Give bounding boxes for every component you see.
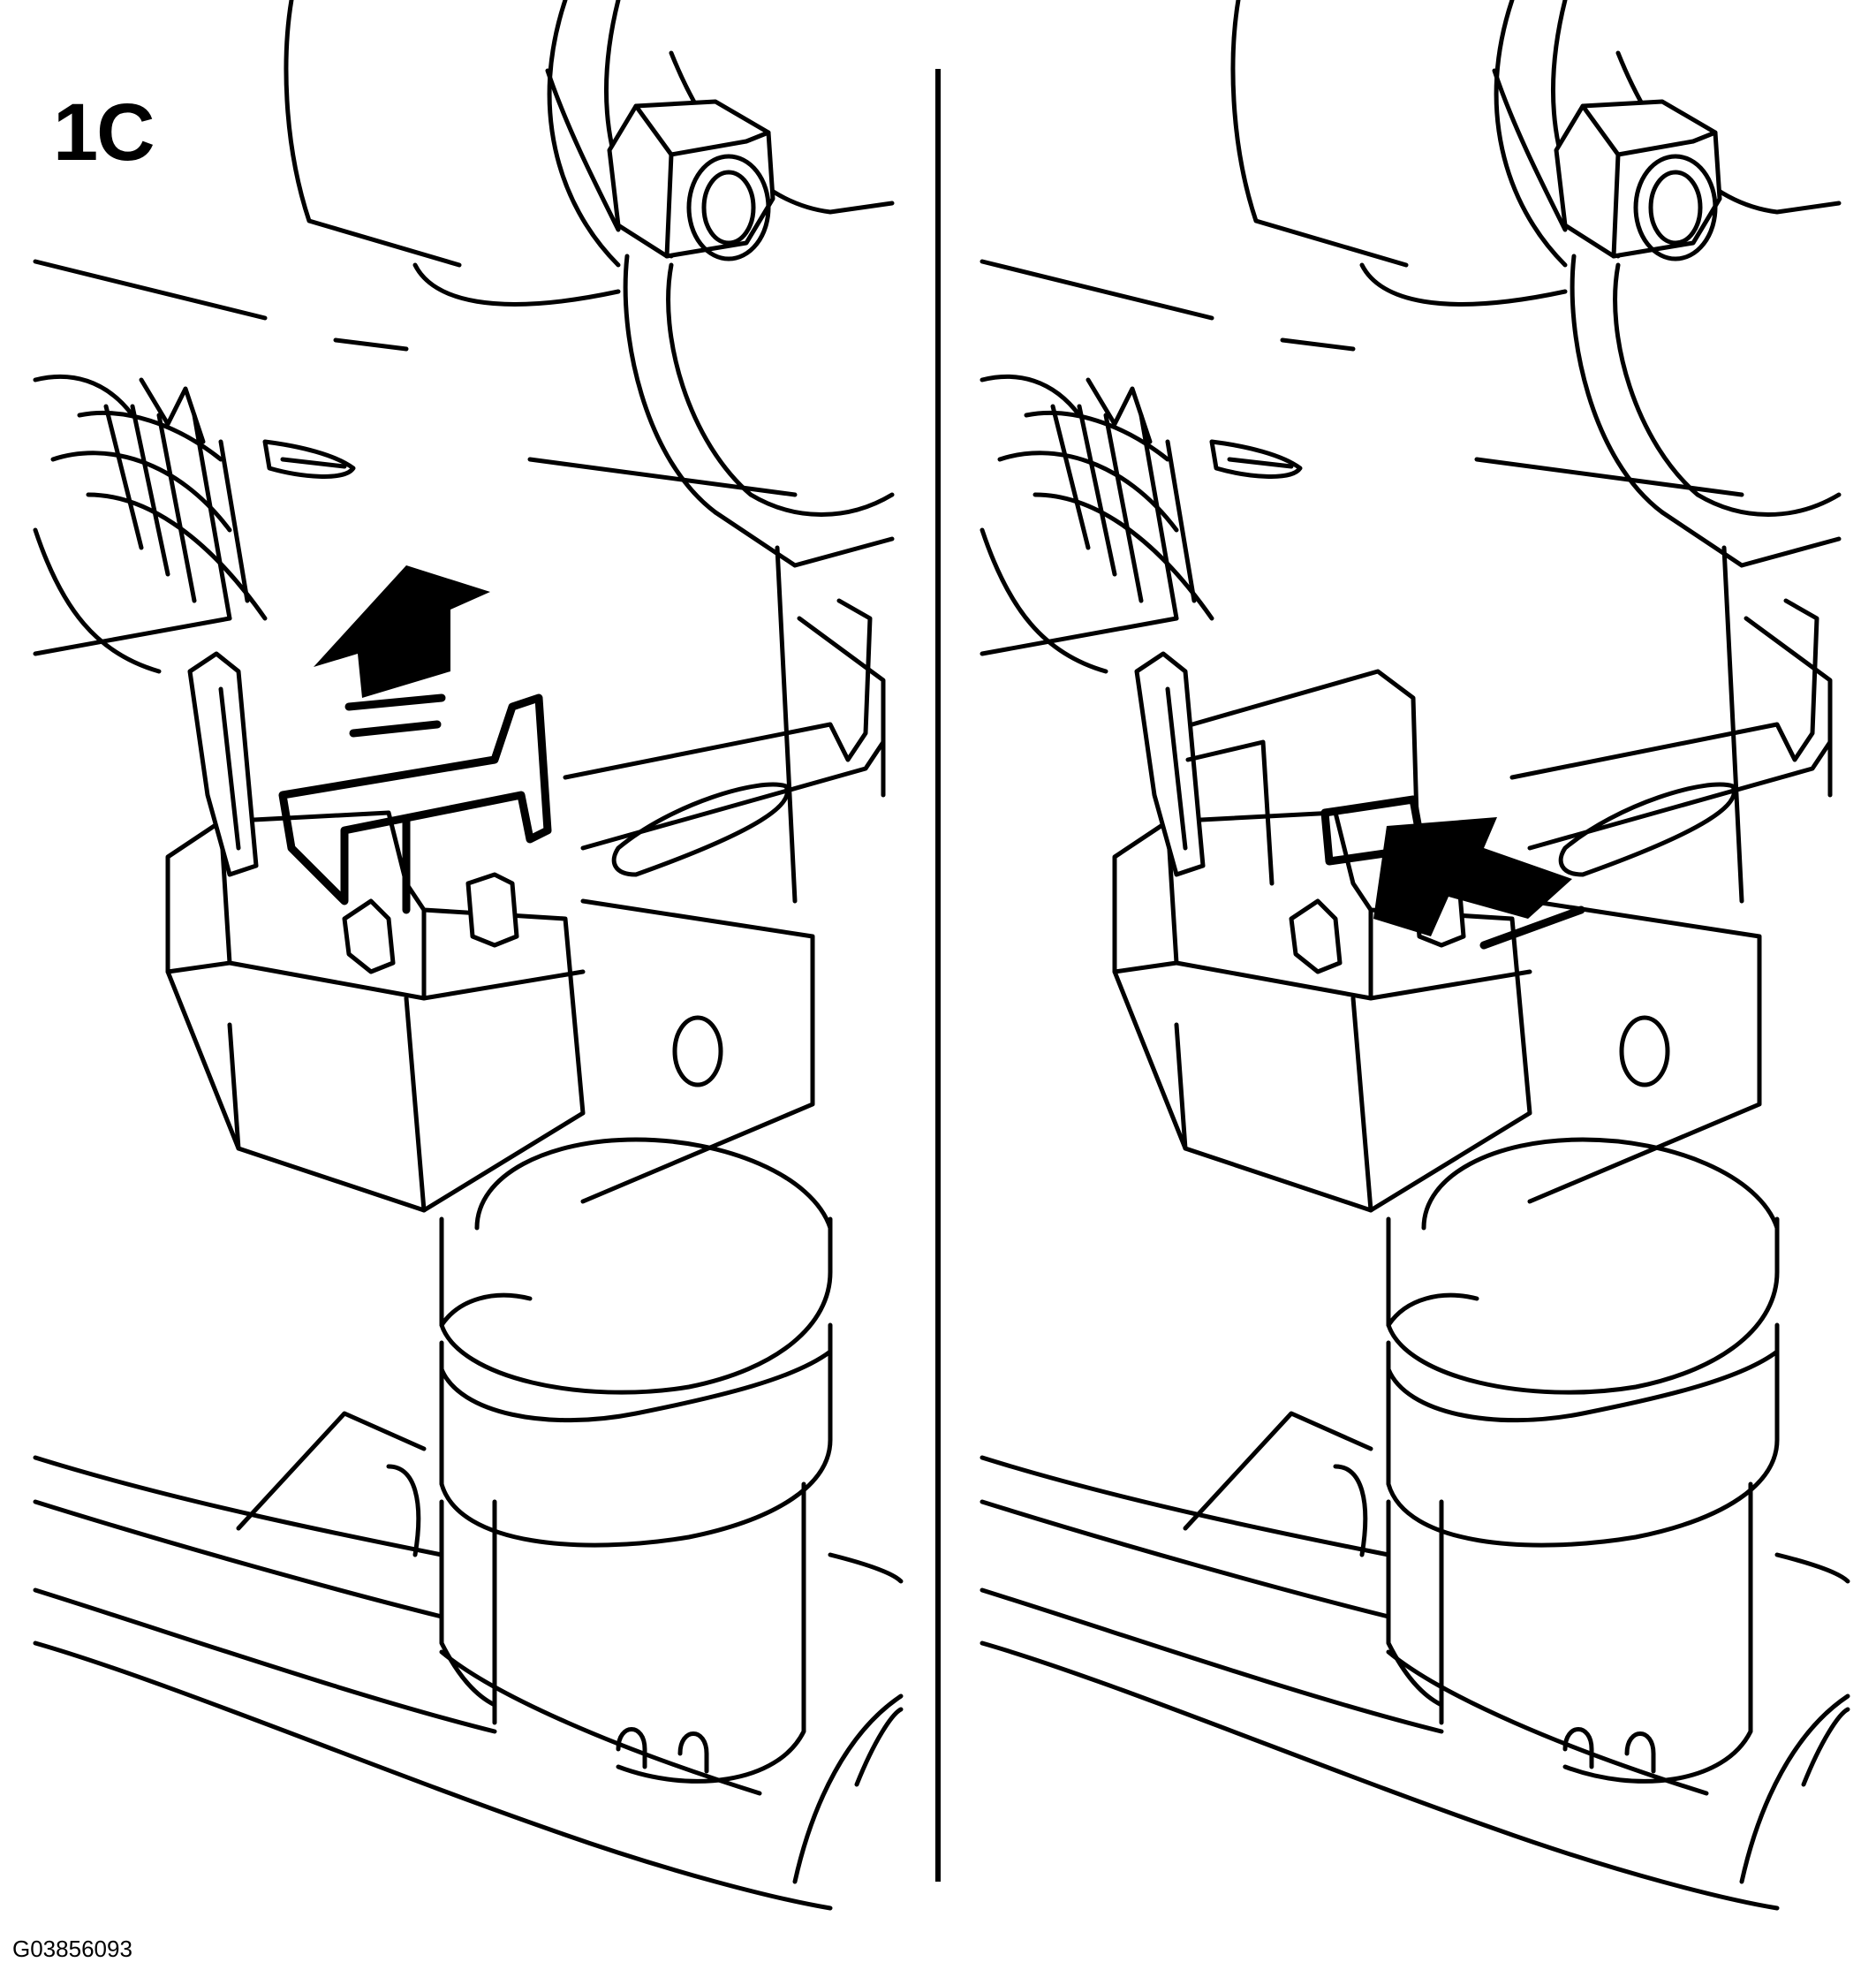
arrow-up-icon	[314, 565, 490, 738]
figure-code: G03856093	[12, 1936, 132, 1962]
left-panel	[35, 0, 901, 1908]
right-panel	[982, 0, 1848, 1908]
arrow-push-in-icon	[1373, 817, 1585, 950]
connector-lock-highlight	[278, 693, 552, 905]
step-label: 1C	[53, 87, 155, 178]
